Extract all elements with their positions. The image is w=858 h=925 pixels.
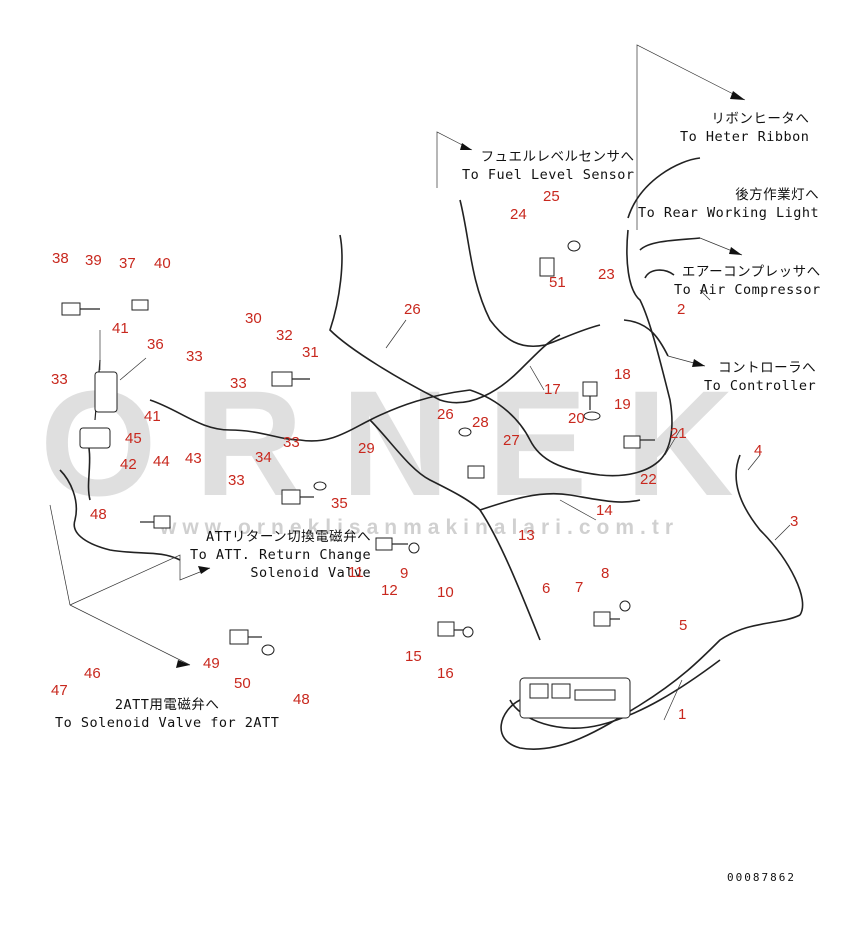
callout-33-d: 33 [283, 434, 300, 451]
callout-38: 38 [52, 250, 69, 267]
callout-2: 2 [677, 301, 686, 318]
callout-44: 44 [153, 453, 170, 470]
callout-49: 49 [203, 655, 220, 672]
dest-fuel-level-sensor-jp: フュエルレベルセンサへ [480, 149, 635, 165]
document-id: 00087862 [727, 871, 796, 884]
callout-26-top: 26 [404, 301, 421, 318]
callout-8: 8 [601, 565, 610, 582]
dest-heater-ribbon-en: To Heter Ribbon [680, 129, 810, 145]
callout-48-right: 48 [293, 691, 310, 708]
dest-air-compressor-jp: エアーコンプレッサへ [681, 264, 821, 280]
callout-10: 10 [437, 584, 454, 601]
callout-33-c: 33 [230, 375, 247, 392]
heater-ribbon-leader [636, 44, 746, 230]
callout-25: 25 [543, 188, 560, 205]
callout-33-e: 33 [228, 472, 245, 489]
callout-28: 28 [472, 414, 489, 431]
callout-23: 23 [598, 266, 615, 283]
callout-1: 1 [678, 706, 687, 723]
callout-43: 43 [185, 450, 202, 467]
callout-33-a: 33 [186, 348, 203, 365]
callout-12: 12 [381, 582, 398, 599]
callout-14: 14 [596, 502, 613, 519]
callout-26-mid: 26 [437, 406, 454, 423]
callout-17: 17 [544, 381, 561, 398]
callout-35: 35 [331, 495, 348, 512]
callout-51: 51 [549, 274, 566, 291]
callout-37: 37 [119, 255, 136, 272]
callout-3: 3 [790, 513, 799, 530]
callout-45: 45 [125, 430, 142, 447]
callout-39: 39 [85, 252, 102, 269]
callout-46: 46 [84, 665, 101, 682]
callout-13: 13 [518, 527, 535, 544]
dest-fuel-level-sensor: フュエルレベルセンサへ To Fuel Level Sensor [462, 148, 635, 184]
dest-heater-ribbon-jp: リボンヒータへ [711, 111, 810, 127]
heater-branch [627, 157, 701, 219]
dest-2att-jp: 2ATT用電磁弁へ [114, 697, 220, 713]
callout-6: 6 [542, 580, 551, 597]
dest-air-compressor: エアーコンプレッサへ To Air Compressor [674, 263, 821, 299]
dest-att-return-en2: Solenoid Valve [250, 565, 372, 581]
dest-rear-working-light-jp: 後方作業灯へ [735, 187, 820, 203]
dest-rear-working-light-en: To Rear Working Light [638, 205, 820, 221]
callout-47: 47 [51, 682, 68, 699]
callout-33-b: 33 [51, 371, 68, 388]
callout-20: 20 [568, 410, 585, 427]
callout-5: 5 [679, 617, 688, 634]
callout-21: 21 [670, 425, 687, 442]
callout-30: 30 [245, 310, 262, 327]
callout-11: 11 [348, 564, 364, 581]
callout-34: 34 [255, 449, 272, 466]
dest-att-return: ATTリターン切換電磁弁へ To ATT. Return Change Sole… [190, 528, 371, 582]
dest-2att-en: To Solenoid Valve for 2ATT [55, 715, 280, 731]
watermark-url: www.orneklisanmakinalari.com.tr [160, 516, 680, 539]
callout-41-mid: 41 [144, 408, 161, 425]
dest-att-return-en1: To ATT. Return Change [190, 547, 372, 563]
dest-fuel-level-sensor-en: To Fuel Level Sensor [462, 167, 635, 183]
dest-att-return-jp: ATTリターン切換電磁弁へ [205, 529, 372, 545]
callout-41-top: 41 [112, 320, 129, 337]
callout-15: 15 [405, 648, 422, 665]
callout-32: 32 [276, 327, 293, 344]
callout-9: 9 [400, 565, 409, 582]
dest-heater-ribbon: リボンヒータへ To Heter Ribbon [680, 110, 809, 146]
callout-42: 42 [120, 456, 137, 473]
callout-29: 29 [358, 440, 375, 457]
dest-controller-jp: コントローラへ [718, 360, 817, 376]
dest-controller-en: To Controller [704, 378, 817, 394]
callout-22: 22 [640, 471, 657, 488]
callout-27: 27 [503, 432, 520, 449]
dest-rear-working-light: 後方作業灯へ To Rear Working Light [638, 186, 819, 222]
callout-19: 19 [614, 396, 631, 413]
callout-31: 31 [302, 344, 319, 361]
callout-24: 24 [510, 206, 527, 223]
callout-48-left: 48 [90, 506, 107, 523]
dest-controller: コントローラへ To Controller [704, 359, 816, 395]
dest-2att: 2ATT用電磁弁へ To Solenoid Valve for 2ATT [55, 696, 279, 732]
callout-40: 40 [154, 255, 171, 272]
callout-50: 50 [234, 675, 251, 692]
callout-36: 36 [147, 336, 164, 353]
callout-16: 16 [437, 665, 454, 682]
callout-7: 7 [575, 579, 584, 596]
brand-watermark: ORNEK [40, 359, 772, 527]
callout-4: 4 [754, 442, 763, 459]
callout-18: 18 [614, 366, 631, 383]
dest-air-compressor-en: To Air Compressor [674, 282, 821, 298]
